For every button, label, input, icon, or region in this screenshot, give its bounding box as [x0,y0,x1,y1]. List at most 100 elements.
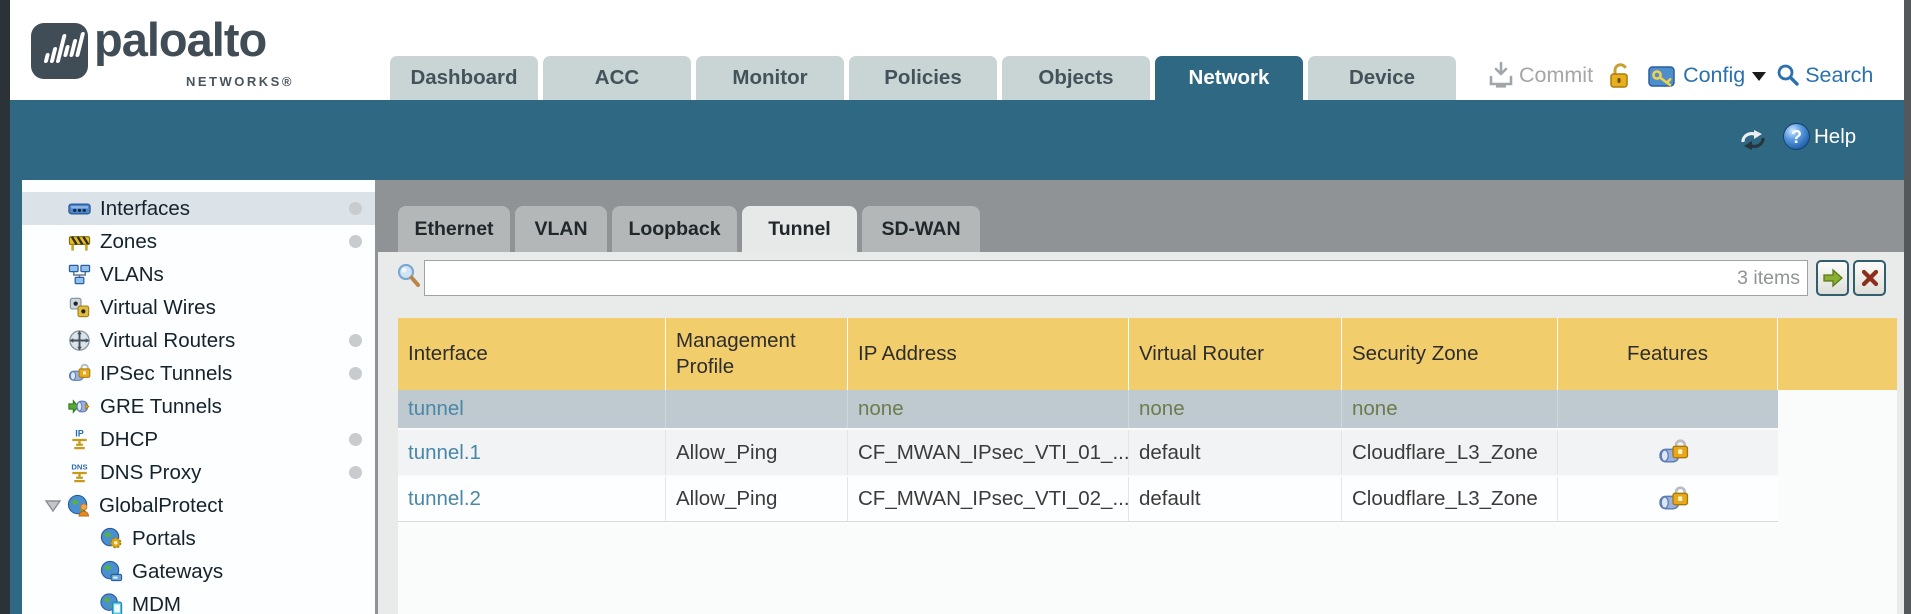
filter-input[interactable] [424,260,1808,296]
sidebar-item-ipsec-tunnels[interactable]: IPSec Tunnels [22,357,375,390]
column-header-features[interactable]: Features [1558,318,1778,390]
main-nav: Dashboard ACC Monitor Policies Objects N… [390,56,1461,100]
tunnel-lock-icon[interactable] [1658,485,1689,513]
cell-ip-address: CF_MWAN_IPsec_VTI_02_... [848,477,1129,521]
subtab-vlan[interactable]: VLAN [515,206,607,252]
column-header-interface[interactable]: Interface [398,318,666,390]
tab-dashboard[interactable]: Dashboard [390,56,538,100]
column-header-ip-address[interactable]: IP Address [848,318,1129,390]
sidebar-item-zones[interactable]: Zones [22,225,375,258]
paloalto-logo-icon [31,23,88,79]
status-dot [349,235,362,248]
sidebar-item-label: Interfaces [100,196,191,220]
tab-objects[interactable]: Objects [1002,56,1150,100]
unlock-icon[interactable] [1607,60,1633,90]
svg-text:?: ? [1791,127,1802,147]
ipsec-tunnels-icon [68,363,91,381]
window-right-edge [1904,0,1911,614]
dns-proxy-icon: DNS [71,463,88,483]
sidebar-item-label: Zones [100,229,157,253]
sidebar-item-globalprotect[interactable]: GlobalProtect [22,489,375,522]
status-dot [349,334,362,347]
tab-acc[interactable]: ACC [543,56,691,100]
green-arrow-icon [1822,268,1843,288]
dhcp-icon: IP [72,429,87,450]
sidebar-item-dhcp[interactable]: IP DHCP [22,423,375,456]
vlans-icon [68,264,91,285]
tab-monitor[interactable]: Monitor [696,56,844,100]
mdm-icon [100,593,123,614]
commit-button[interactable]: Commit [1488,61,1593,89]
help-button[interactable]: ? Help [1782,122,1856,151]
red-x-icon [1861,269,1878,287]
column-header-filler [1778,318,1897,390]
subtab-sdwan[interactable]: SD-WAN [862,206,980,252]
subtab-tunnel[interactable]: Tunnel [742,206,857,252]
cell-virtual-router: default [1129,477,1342,521]
tab-network[interactable]: Network [1155,56,1303,100]
gateways-icon [100,560,123,582]
table-row-tunnel-2[interactable]: tunnel.2 Allow_Ping CF_MWAN_IPsec_VTI_02… [398,477,1778,522]
sidebar-item-dns-proxy[interactable]: DNS DNS Proxy [22,456,375,489]
sidebar-item-label: DNS Proxy [100,460,202,484]
sidebar-item-label: DHCP [100,427,159,451]
cell-security-zone: none [1352,397,1398,420]
cell-security-zone: Cloudflare_L3_Zone [1342,430,1558,475]
virtual-wires-icon [69,297,90,318]
interface-link[interactable]: tunnel [408,397,464,420]
tab-device[interactable]: Device [1308,56,1456,100]
config-menu[interactable]: Config [1647,61,1767,90]
interfaces-icon [68,203,91,215]
cell-features [1558,390,1778,428]
expander-triangle-icon[interactable] [44,499,62,513]
table-row-tunnel[interactable]: tunnel none none none [398,390,1778,428]
table-header: Interface Management Profile IP Address … [398,318,1897,390]
sidebar-item-interfaces[interactable]: Interfaces [22,192,375,225]
cell-management-profile [666,390,848,428]
items-count-label: 3 items [1737,267,1800,289]
sidebar-item-label: GRE Tunnels [100,394,222,418]
subtab-loopback[interactable]: Loopback [612,206,737,252]
status-dot [349,466,362,479]
portals-icon [100,527,122,549]
sidebar-item-mdm[interactable]: MDM [22,588,375,614]
apply-filter-button[interactable] [1816,260,1849,296]
sidebar-item-gre-tunnels[interactable]: GRE Tunnels [22,390,375,423]
status-dot [349,367,362,380]
sidebar-item-virtual-wires[interactable]: Virtual Wires [22,291,375,324]
chevron-down-icon [1752,72,1767,81]
refresh-icon[interactable] [1738,128,1768,152]
sidebar-item-label: Virtual Wires [100,295,216,319]
sidebar-item-label: Portals [132,526,196,550]
sidebar-item-vlans[interactable]: VLANs [22,258,375,291]
globalprotect-icon [67,494,90,517]
help-icon: ? [1783,123,1810,150]
tunnel-lock-icon[interactable] [1658,439,1689,466]
column-header-security-zone[interactable]: Security Zone [1342,318,1558,390]
sidebar: Interfaces Zones VLANs [22,180,375,614]
cell-management-profile: Allow_Ping [666,477,848,521]
search-label: Search [1805,62,1874,87]
sidebar-item-portals[interactable]: Portals [22,522,375,555]
search-menu[interactable]: Search [1776,63,1873,88]
cell-security-zone: Cloudflare_L3_Zone [1342,477,1558,521]
secondary-bar [10,100,1904,180]
interface-link[interactable]: tunnel.2 [408,487,481,510]
sidebar-item-label: MDM [132,592,181,614]
sidebar-item-virtual-routers[interactable]: Virtual Routers [22,324,375,357]
cell-ip-address: CF_MWAN_IPsec_VTI_01_... [848,430,1129,475]
clear-filter-button[interactable] [1853,260,1886,296]
svg-text:DNS: DNS [71,463,87,472]
column-header-virtual-router[interactable]: Virtual Router [1129,318,1342,390]
sidebar-item-label: Gateways [132,559,224,583]
svg-text:IP: IP [75,429,84,439]
table-row-tunnel-1[interactable]: tunnel.1 Allow_Ping CF_MWAN_IPsec_VTI_01… [398,430,1778,475]
cell-virtual-router: none [1139,397,1185,420]
column-header-management-profile[interactable]: Management Profile [666,318,848,390]
sidebar-item-gateways[interactable]: Gateways [22,555,375,588]
virtual-routers-icon [69,330,90,351]
cell-features [1558,477,1778,521]
interface-link[interactable]: tunnel.1 [408,440,481,464]
tab-policies[interactable]: Policies [849,56,997,100]
subtab-ethernet[interactable]: Ethernet [398,206,510,252]
